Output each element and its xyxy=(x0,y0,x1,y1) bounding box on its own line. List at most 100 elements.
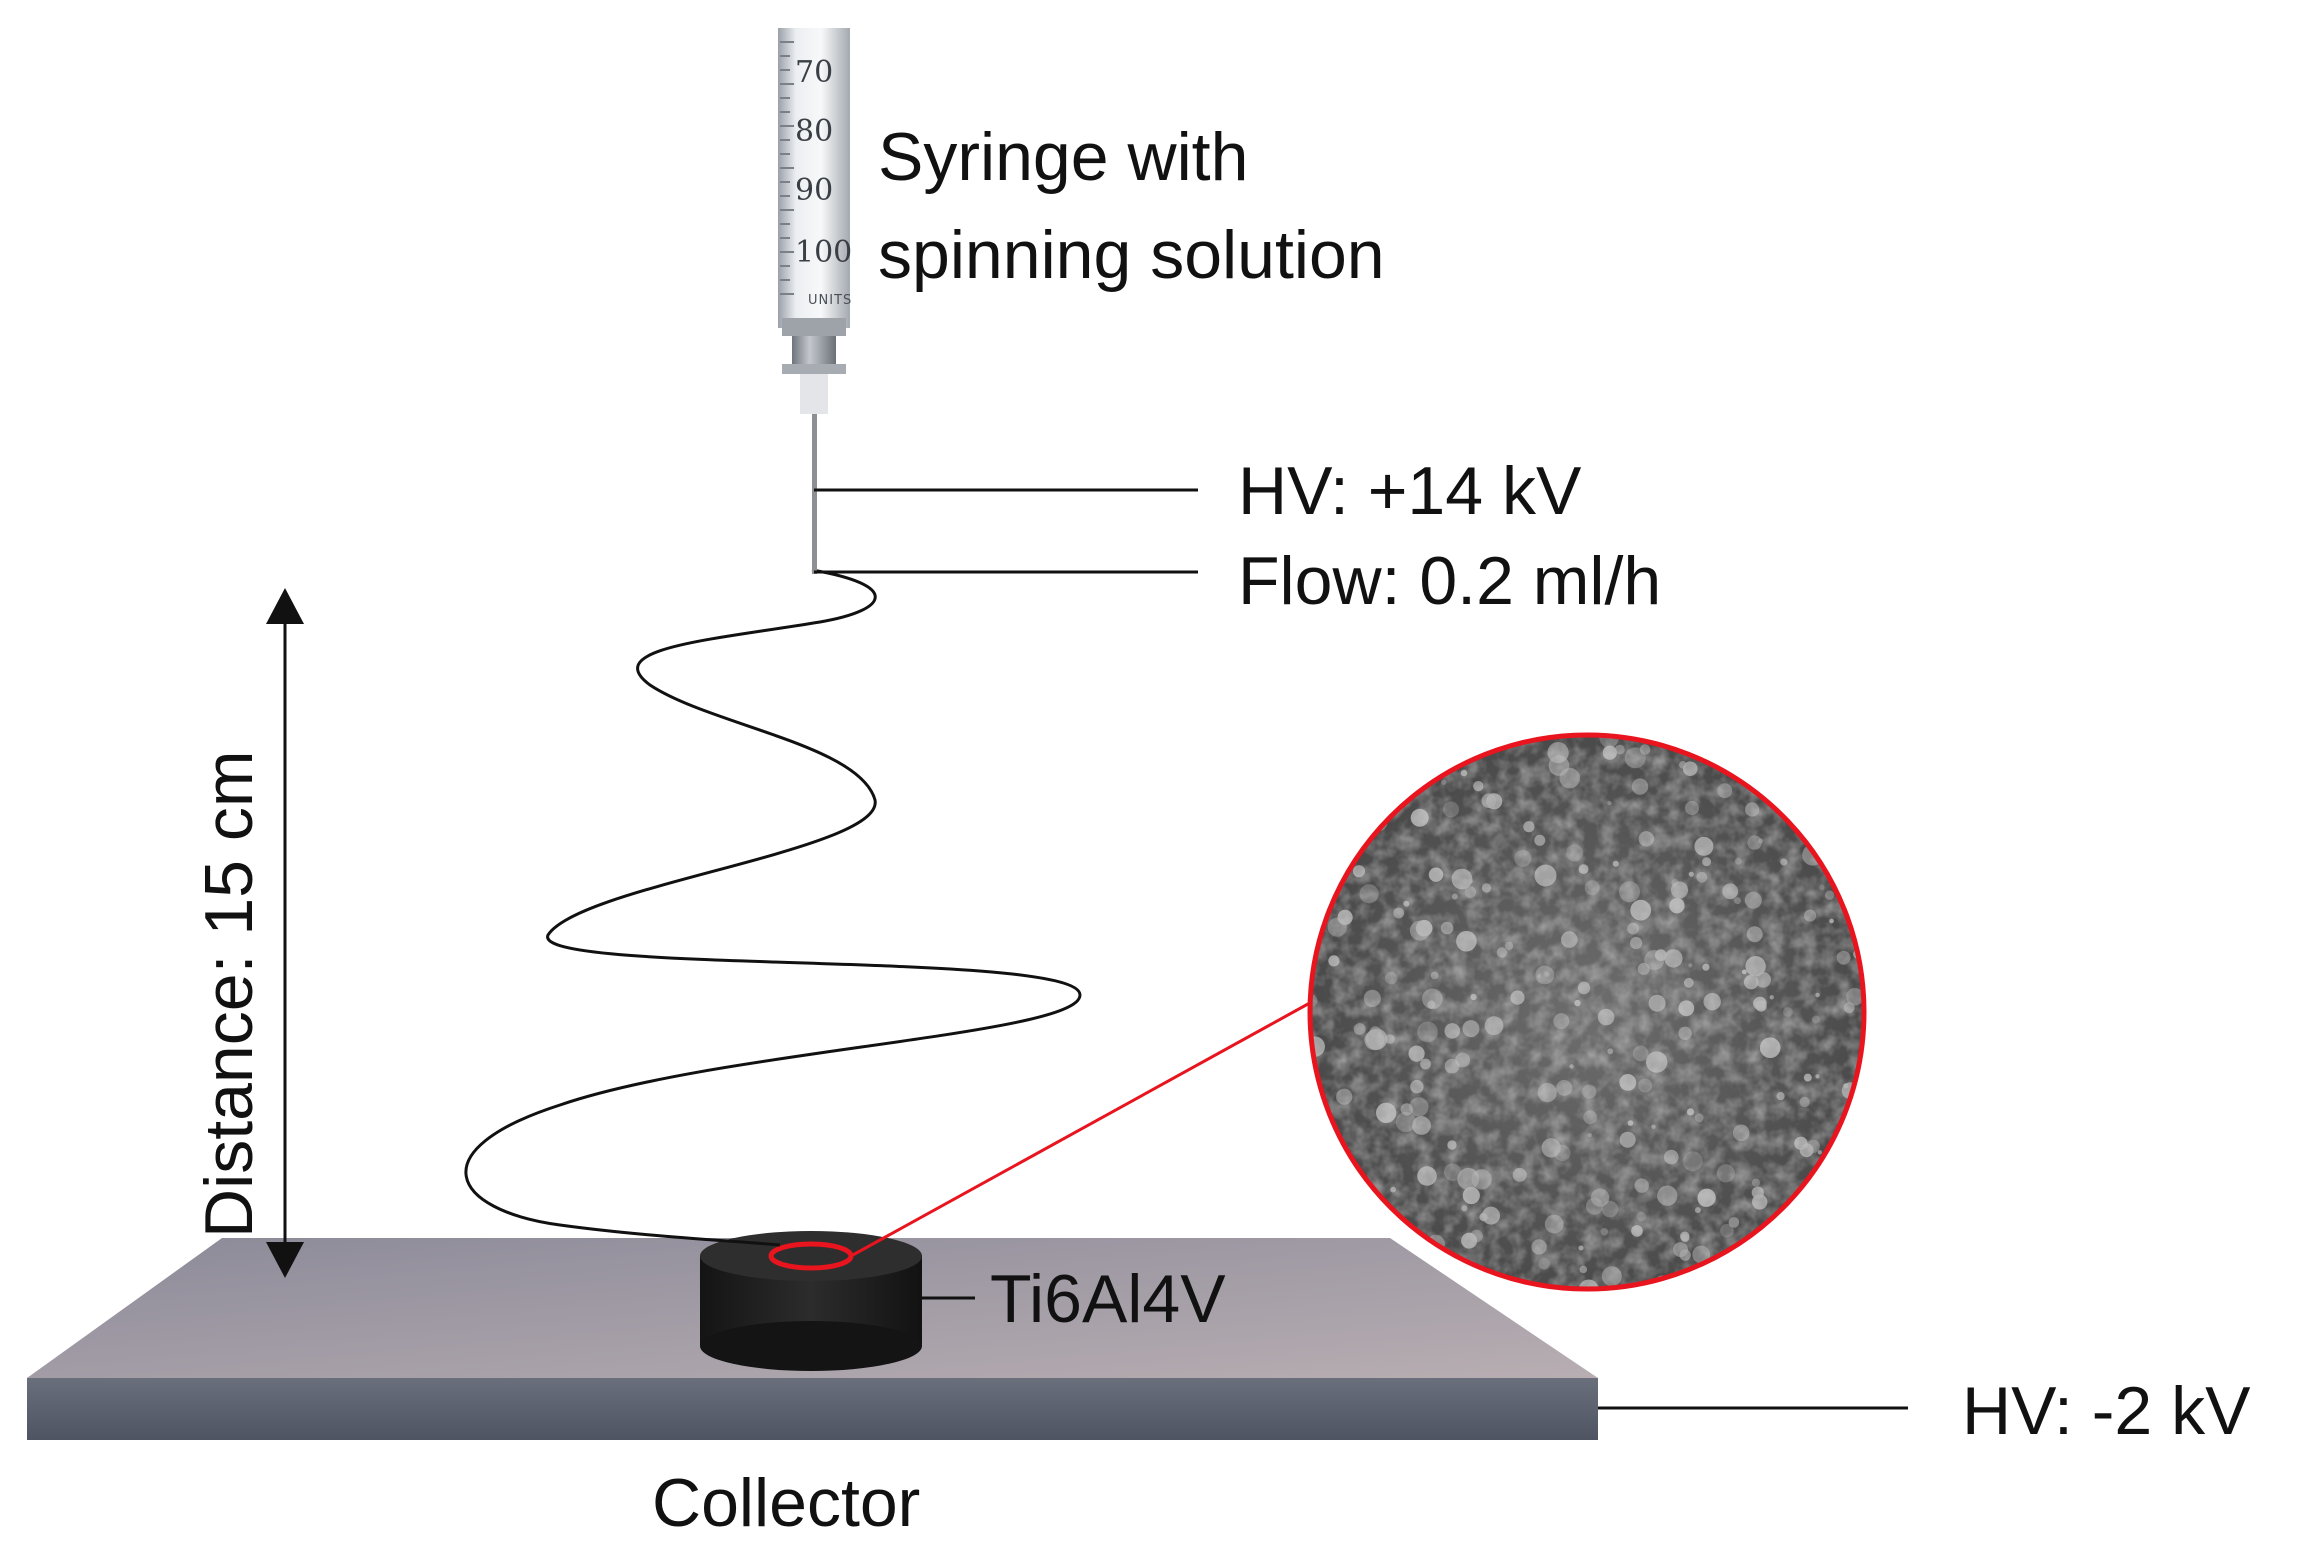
sem-particle xyxy=(1444,1058,1460,1074)
sem-particle xyxy=(1679,761,1687,769)
sem-particle xyxy=(1578,1245,1584,1251)
sem-particle xyxy=(1537,1083,1557,1103)
sem-particle xyxy=(1390,1186,1396,1193)
sem-particle xyxy=(1318,795,1326,803)
sem-particle xyxy=(1735,857,1742,865)
sem-image-outline xyxy=(1307,732,1867,1292)
sem-particle xyxy=(1597,1008,1615,1026)
sem-particle xyxy=(1619,1131,1636,1148)
sem-particle xyxy=(1327,917,1347,937)
sem-particle xyxy=(1823,1167,1844,1188)
sem-particle xyxy=(1688,963,1693,968)
sem-particle xyxy=(1484,1016,1504,1036)
sem-particle xyxy=(1815,1074,1820,1079)
sample-disk xyxy=(700,1231,922,1371)
sem-particle xyxy=(1412,1116,1431,1135)
sem-particle xyxy=(1462,1020,1480,1038)
syringe-scale-90: 90 xyxy=(795,173,833,208)
sem-particle xyxy=(1820,1168,1832,1179)
sem-particle xyxy=(1574,999,1581,1007)
sem-particle xyxy=(1755,1000,1767,1012)
sem-particle xyxy=(1556,1079,1573,1096)
distance-label: Distance: 15 cm xyxy=(191,750,267,1238)
sem-particle xyxy=(1512,1167,1527,1182)
hv-top-label: HV: +14 kV xyxy=(1238,453,1582,529)
sem-particle xyxy=(1751,1178,1760,1187)
sem-particle xyxy=(1745,956,1766,977)
sem-particle xyxy=(1408,1045,1425,1062)
sem-magnifier xyxy=(850,732,1867,1292)
sem-particle xyxy=(1600,1228,1609,1236)
hv-bottom-label: HV: -2 kV xyxy=(1962,1373,2251,1449)
sem-particle xyxy=(1670,881,1689,899)
sem-particle xyxy=(1340,1225,1345,1230)
sem-particle xyxy=(1359,884,1379,904)
sem-particle xyxy=(1410,1079,1424,1094)
sem-particle xyxy=(1817,1150,1823,1155)
sem-particle xyxy=(1664,949,1683,968)
syringe-scale-80: 80 xyxy=(795,114,833,149)
syringe-scale-100: 100 xyxy=(795,235,852,270)
sem-particle xyxy=(1314,768,1320,775)
sem-particle xyxy=(1559,767,1580,789)
sem-particle xyxy=(1460,769,1468,777)
sem-particle xyxy=(1720,1224,1734,1238)
sem-particle xyxy=(1794,1136,1808,1151)
sem-particle xyxy=(1364,1030,1385,1051)
sample-label: Ti6Al4V xyxy=(990,1261,1226,1337)
sem-particle xyxy=(1637,962,1650,975)
sem-particle xyxy=(1697,1188,1716,1207)
sem-particle xyxy=(1702,963,1710,971)
sem-particle xyxy=(1734,897,1742,905)
sem-particle xyxy=(1403,900,1410,907)
sem-particle xyxy=(1683,977,1694,988)
sem-particle xyxy=(1744,891,1762,909)
sem-particle xyxy=(1328,1167,1335,1174)
sem-particle xyxy=(1631,778,1649,795)
sem-particle xyxy=(1544,1214,1564,1234)
sem-particle xyxy=(1417,1021,1438,1043)
sem-particle xyxy=(1811,1015,1820,1024)
sem-particle xyxy=(1746,926,1763,943)
sem-particle xyxy=(1615,744,1625,755)
sem-particle xyxy=(1694,1207,1701,1214)
syringe-label-line1: Syringe with xyxy=(878,119,1248,195)
sem-particle xyxy=(1481,883,1492,893)
sem-particle xyxy=(1385,971,1398,985)
sem-particle xyxy=(1692,1245,1711,1264)
sem-particle xyxy=(1682,1151,1703,1172)
sem-particle xyxy=(1630,899,1652,921)
sem-particle xyxy=(1636,1211,1647,1222)
sem-particle xyxy=(1758,838,1764,844)
sem-particle xyxy=(1694,1113,1704,1123)
sem-particle xyxy=(1686,1108,1695,1116)
sem-particle xyxy=(1496,947,1508,958)
sem-particle xyxy=(1462,1186,1480,1205)
sem-particle xyxy=(1841,797,1857,813)
sem-particle xyxy=(1716,1164,1735,1183)
sem-particle xyxy=(1578,864,1589,874)
sem-particle xyxy=(1847,1106,1861,1119)
sem-particle xyxy=(1318,853,1331,867)
sem-particle xyxy=(1470,1229,1483,1243)
sem-particle xyxy=(1627,1120,1634,1126)
sem-particle xyxy=(1619,881,1640,903)
sem-particle xyxy=(1443,801,1459,818)
sem-particle xyxy=(1427,1000,1436,1009)
sem-particle xyxy=(1755,972,1771,988)
sem-particle xyxy=(1561,931,1578,948)
sem-particle xyxy=(1554,1144,1571,1162)
sem-particle xyxy=(1440,921,1454,935)
sem-particle xyxy=(1344,806,1355,817)
sem-particle xyxy=(1602,745,1617,760)
syringe-label-line2: spinning solution xyxy=(878,217,1385,293)
sem-particle xyxy=(1577,981,1591,995)
sem-particle xyxy=(1682,761,1698,776)
sem-particle xyxy=(1535,965,1555,985)
sem-particle xyxy=(1651,1124,1656,1129)
sem-particle xyxy=(1514,849,1532,867)
sem-particle xyxy=(1702,1280,1722,1289)
sem-particle xyxy=(1831,848,1847,865)
sem-particle xyxy=(1829,918,1834,924)
sem-particle xyxy=(1664,1149,1679,1165)
